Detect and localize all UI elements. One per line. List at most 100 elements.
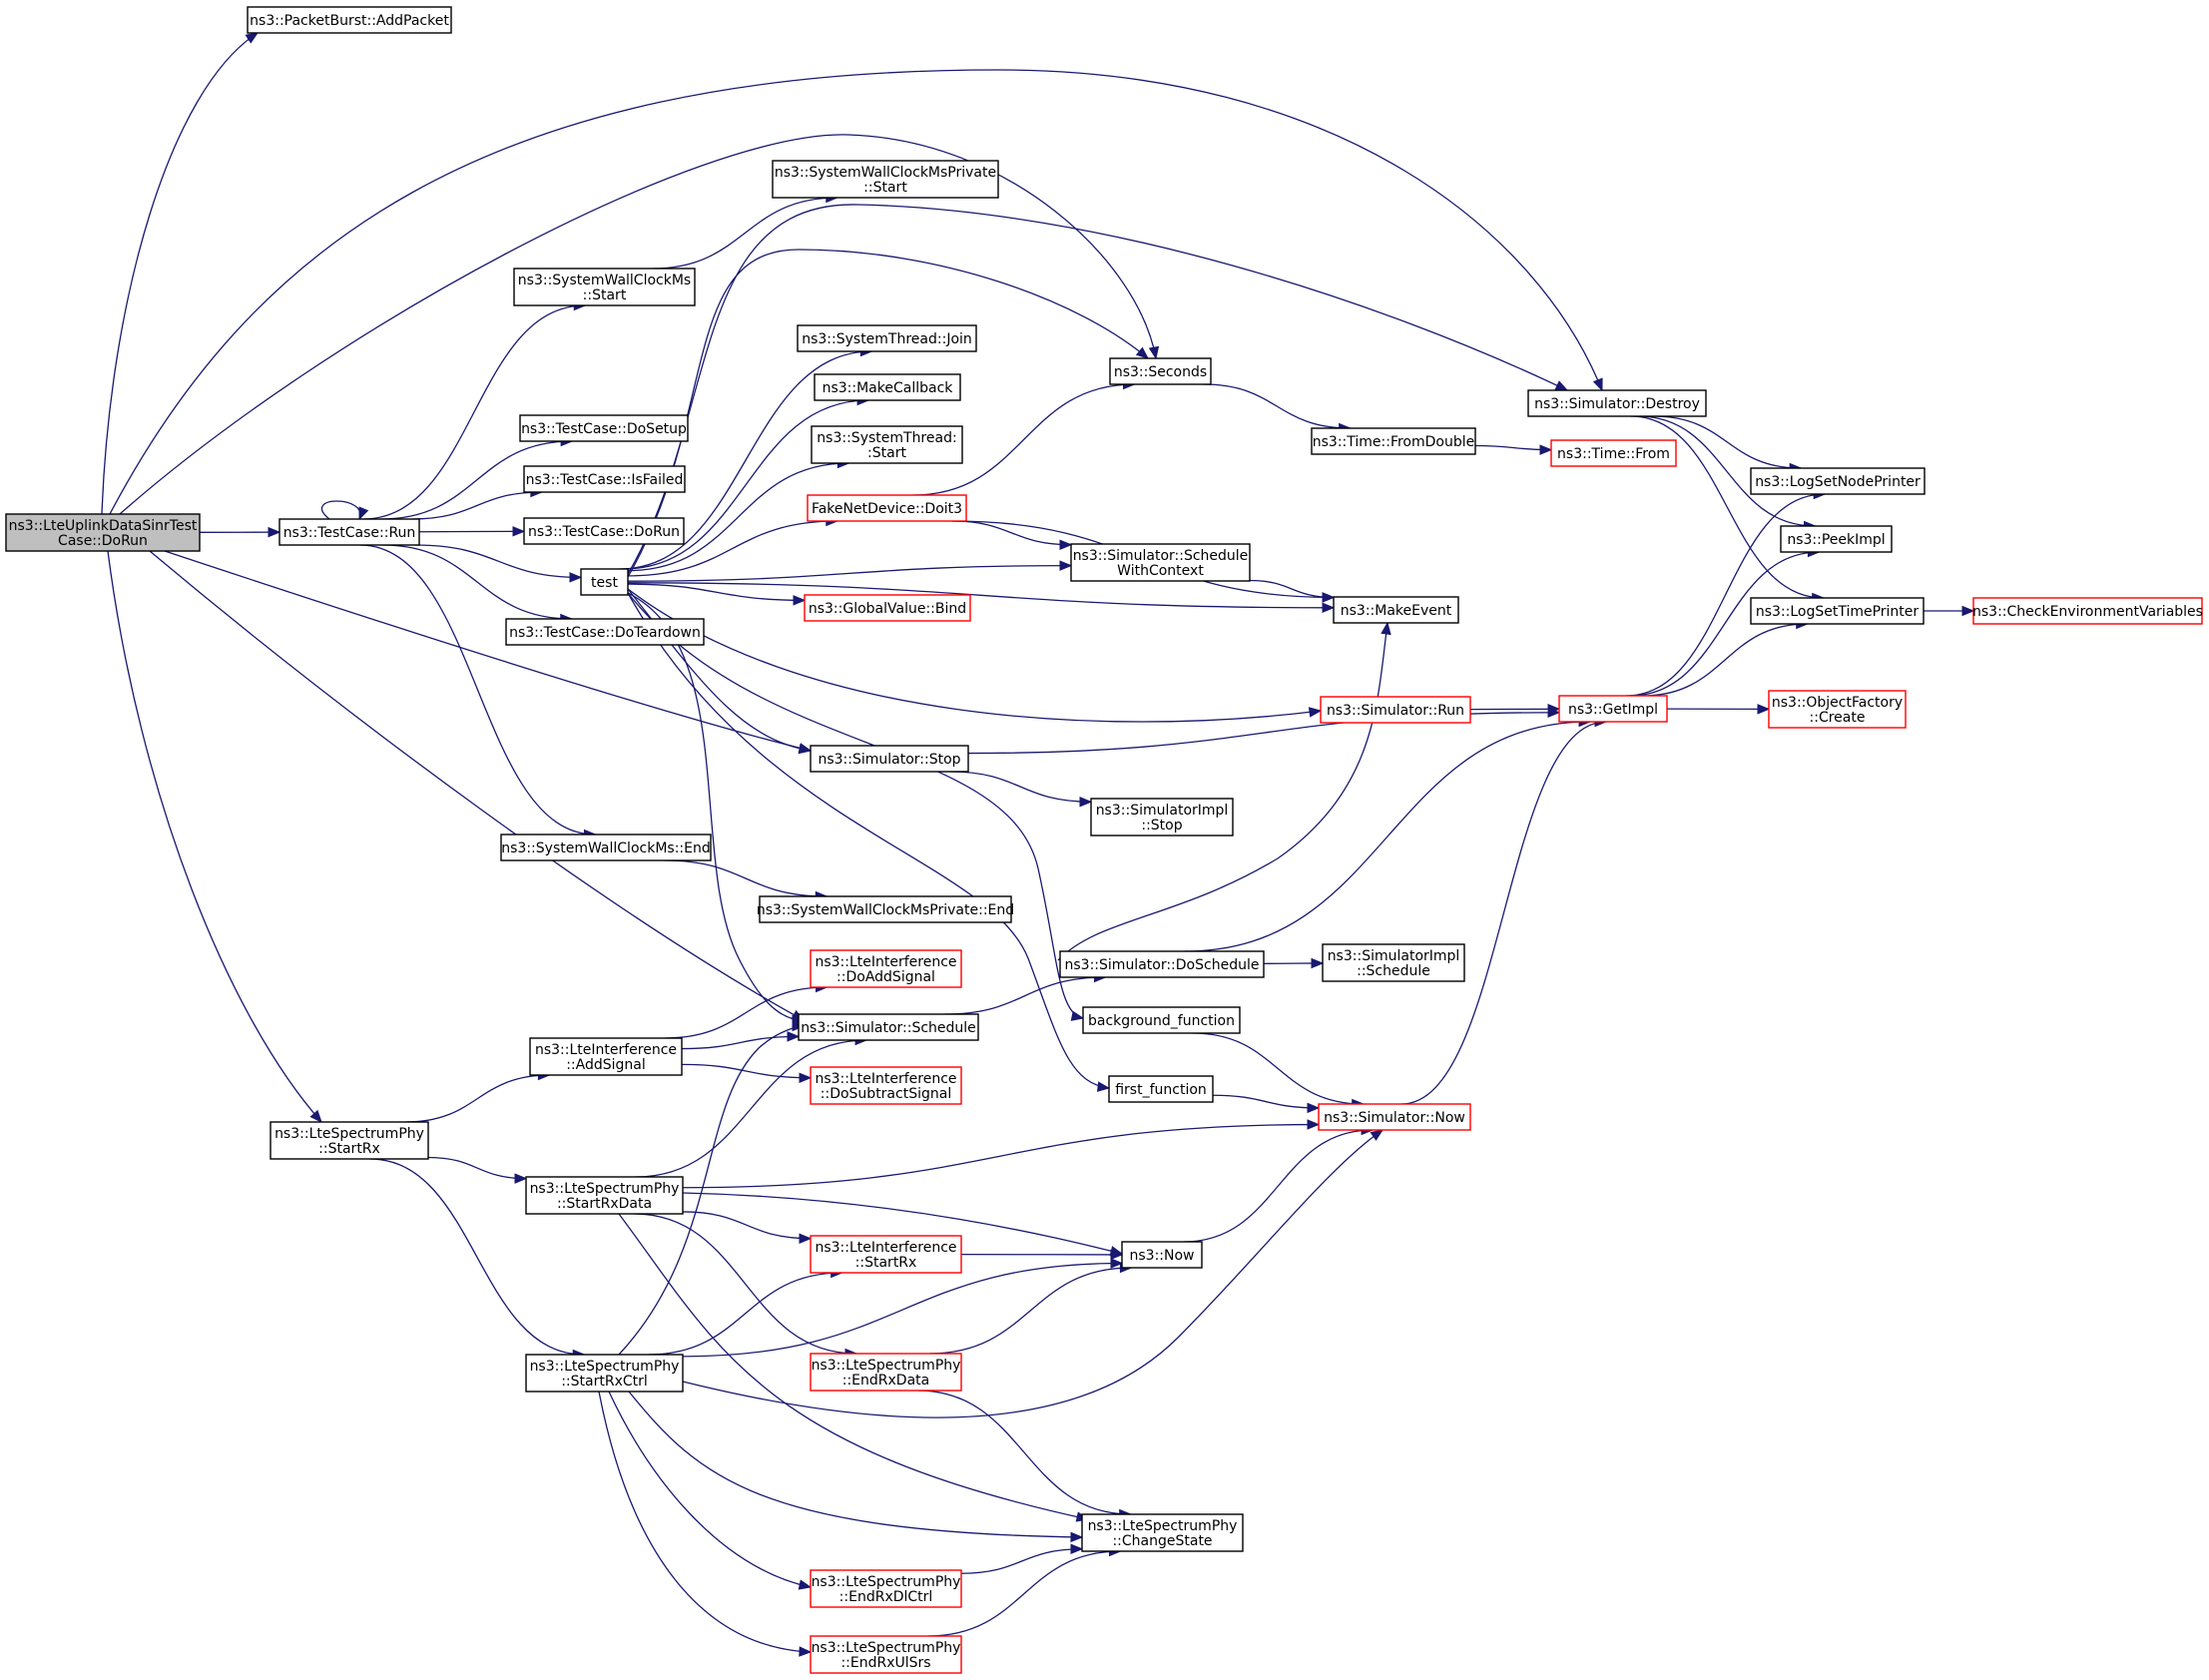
node-box (529, 1037, 683, 1076)
node-label: ns3::SystemWallClockMs::End (501, 840, 710, 856)
node-destroy[interactable]: ns3::Simulator::Destroy (1527, 389, 1707, 417)
node-box (1070, 543, 1251, 582)
node-startRxData[interactable]: ns3::LteSpectrumPhy::StartRxData (525, 1176, 684, 1215)
arrowhead (1110, 1249, 1124, 1261)
node-box (1780, 525, 1893, 553)
node-label: ns3::LteUplinkDataSinrTest (9, 518, 198, 534)
edge-tcRun-to-test (415, 544, 583, 583)
node-threadStart[interactable]: ns3::SystemThread::Start (811, 425, 963, 464)
node-doSetup[interactable]: ns3::TestCase::DoSetup (519, 414, 689, 442)
node-simStop[interactable]: ns3::Simulator::Stop (810, 745, 969, 773)
node-tcDoRun[interactable]: ns3::TestCase::DoRun (523, 517, 685, 545)
node-logNode[interactable]: ns3::LogSetNodePrinter (1750, 467, 1926, 495)
node-label: ::Schedule (1357, 963, 1430, 979)
node-firstFunction[interactable]: first_function (1108, 1075, 1214, 1103)
node-implSchedule[interactable]: ns3::SimulatorImpl::Schedule (1322, 943, 1465, 982)
edge-test-to-scheduleWithContext (627, 560, 1073, 582)
node-endRxData[interactable]: ns3::LteSpectrumPhy::EndRxData (810, 1353, 962, 1392)
node-doSchedule[interactable]: ns3::Simulator::DoSchedule (1059, 950, 1265, 978)
edge-endRxData-to-now (929, 1262, 1133, 1355)
node-addPacket[interactable]: ns3::PacketBurst::AddPacket (247, 6, 452, 34)
node-label: ::StartRxData (557, 1196, 652, 1212)
node-seconds[interactable]: ns3::Seconds (1109, 357, 1212, 385)
edge-line (627, 582, 1335, 609)
node-label: ns3::TestCase::DoSetup (521, 421, 687, 437)
node-label: ns3::CheckEnvironmentVariables (1972, 604, 2203, 620)
node-doTeardown[interactable]: ns3::TestCase::DoTeardown (505, 618, 705, 646)
node-doAddSignal[interactable]: ns3::LteInterference::DoAddSignal (810, 949, 962, 988)
node-implStop[interactable]: ns3::SimulatorImpl::Stop (1090, 798, 1234, 837)
node-doSubtract[interactable]: ns3::LteInterference::DoSubtractSignal (810, 1066, 962, 1105)
node-box (523, 465, 686, 493)
node-threadJoin[interactable]: ns3::SystemThread::Join (797, 324, 977, 352)
edge-test-to-seconds (627, 249, 1150, 578)
node-box (810, 1235, 962, 1274)
node-isFailed[interactable]: ns3::TestCase::IsFailed (523, 465, 686, 493)
node-label: ::AddSignal (566, 1057, 646, 1073)
edge-line (1637, 415, 1816, 527)
node-test[interactable]: test (580, 568, 629, 596)
arrowhead (1592, 377, 1603, 392)
node-endRxDlCtrl[interactable]: ns3::LteSpectrumPhy::EndRxDlCtrl (810, 1569, 962, 1608)
arrowhead (798, 1579, 813, 1590)
node-swcmEnd[interactable]: ns3::SystemWallClockMs::End (500, 834, 712, 861)
node-fromDouble[interactable]: ns3::Time::FromDouble (1311, 427, 1476, 455)
node-label: ns3::SystemWallClockMsPrivate::End (757, 902, 1014, 918)
node-getImpl[interactable]: ns3::GetImpl (1558, 695, 1668, 723)
node-makeCallback[interactable]: ns3::MakeCallback (814, 373, 961, 401)
edge-test-to-simSchedule (627, 592, 806, 1026)
node-tcRun[interactable]: ns3::TestCase::Run (278, 518, 420, 546)
node-label: ns3::LteSpectrumPhy (275, 1126, 424, 1142)
edge-line (415, 544, 582, 579)
edge-line (627, 583, 806, 602)
node-logTime[interactable]: ns3::LogSetTimePrinter (1750, 597, 1925, 625)
node-timeFrom[interactable]: ns3::Time::From (1550, 439, 1677, 467)
edge-startRxData-to-simNow (682, 1119, 1321, 1189)
node-simSchedule[interactable]: ns3::Simulator::Schedule (798, 1013, 979, 1041)
node-swcmpEnd[interactable]: ns3::SystemWallClockMsPrivate::End (757, 895, 1014, 923)
node-peekImpl[interactable]: ns3::PeekImpl (1780, 525, 1893, 553)
node-checkEnv[interactable]: ns3::CheckEnvironmentVariables (1972, 597, 2203, 625)
node-liStartRx[interactable]: ns3::LteInterference::StartRx (810, 1235, 962, 1274)
node-label: ns3::LteInterference (815, 954, 956, 970)
node-makeEvent[interactable]: ns3::MakeEvent (1333, 596, 1459, 624)
node-startRxCtrl[interactable]: ns3::LteSpectrumPhy::StartRxCtrl (525, 1354, 684, 1393)
node-label: first_function (1115, 1082, 1207, 1098)
node-simNow[interactable]: ns3::Simulator::Now (1318, 1103, 1471, 1131)
node-endRxUlSrs[interactable]: ns3::LteSpectrumPhy::EndRxUlSrs (810, 1635, 962, 1674)
node-globalBind[interactable]: ns3::GlobalValue::Bind (804, 594, 971, 622)
edge-line (627, 462, 849, 572)
node-box (270, 1121, 429, 1160)
node-label: ::DoAddSignal (836, 969, 935, 985)
edge-line (1400, 721, 1607, 1105)
node-box (500, 834, 712, 861)
edge-addSignal-to-simSchedule (681, 1031, 801, 1050)
edge-startRx-to-startRxData (427, 1156, 528, 1184)
node-box (580, 568, 629, 596)
edge-line (682, 1192, 1123, 1255)
node-bgFunction[interactable]: background_function (1082, 1006, 1241, 1034)
node-simRun[interactable]: ns3::Simulator::Run (1320, 696, 1471, 724)
edge-line (608, 1391, 812, 1588)
edge-test-to-makeEvent (627, 582, 1336, 614)
edge-doSchedule-to-getImpl (1184, 716, 1592, 952)
node-swcmpStart[interactable]: ns3::SystemWallClockMsPrivate::Start (772, 160, 999, 199)
node-swcmStart[interactable]: ns3::SystemWallClockMs::Start (513, 268, 696, 306)
node-label: ns3::Simulator::Destroy (1534, 396, 1700, 412)
node-box (811, 425, 963, 464)
edge-line (627, 592, 805, 1021)
node-label: ns3::MakeCallback (823, 380, 954, 396)
edge-line (618, 1025, 805, 1356)
node-addSignal[interactable]: ns3::LteInterference::AddSignal (529, 1037, 683, 1076)
node-startRx[interactable]: ns3::LteSpectrumPhy::StartRx (270, 1121, 429, 1160)
edge-line (681, 1063, 812, 1079)
node-label: ns3::LogSetNodePrinter (1755, 474, 1921, 490)
node-now[interactable]: ns3::Now (1121, 1241, 1203, 1269)
node-changeState[interactable]: ns3::LteSpectrumPhy::ChangeState (1081, 1513, 1244, 1552)
node-objFactory[interactable]: ns3::ObjectFactory::Create (1768, 690, 1907, 729)
edge-line (405, 1074, 550, 1123)
arrowhead (358, 506, 369, 521)
node-doit3[interactable]: FakeNetDevice::Doit3 (807, 494, 967, 522)
